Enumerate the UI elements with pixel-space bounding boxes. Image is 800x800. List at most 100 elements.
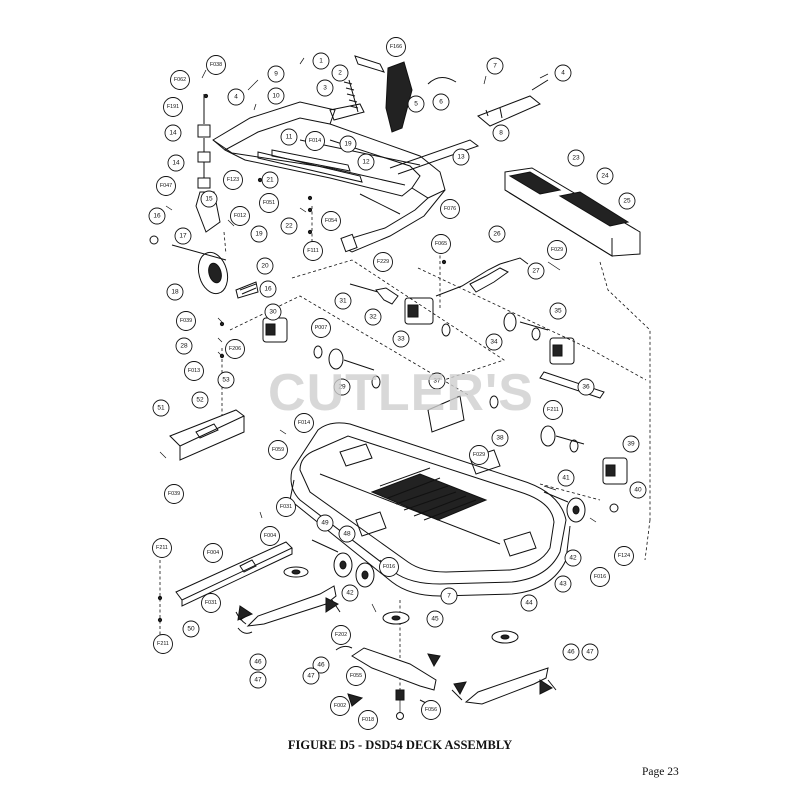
callout-bubble	[249, 653, 267, 671]
callout-label: 4	[561, 70, 565, 77]
callout-f065: F065	[431, 234, 451, 254]
callout-label: F038	[210, 62, 222, 68]
callout-p007: P007	[311, 318, 331, 338]
callout-label: 53	[222, 377, 230, 384]
callout-label: 11	[286, 134, 293, 141]
callout-bubble	[156, 176, 176, 196]
rotation-arrows	[235, 597, 553, 707]
callout-label: F076	[444, 206, 456, 212]
callout-label: F051	[263, 200, 275, 206]
callout-bubble	[428, 372, 446, 390]
callout-label: 10	[272, 93, 280, 100]
callout-f016b: F016	[590, 567, 610, 587]
belt-shield	[169, 409, 245, 461]
callout-label: 9	[274, 71, 278, 78]
callout-bubble	[564, 549, 582, 567]
callout-bubble	[175, 337, 193, 355]
callout-c46a: 46	[249, 653, 267, 671]
callout-c5: 5	[407, 95, 425, 113]
callout-f012: F012	[230, 206, 250, 226]
callout-c35: 35	[549, 302, 567, 320]
callout-c22: 22	[280, 217, 298, 235]
callout-label: 3	[323, 85, 327, 92]
callout-label: 47	[307, 673, 315, 680]
callout-c31: 31	[334, 292, 352, 310]
callout-bubble	[259, 280, 277, 298]
callout-label: 48	[343, 531, 351, 538]
deck-shell	[289, 422, 571, 597]
callout-c14b: 14	[167, 154, 185, 172]
callout-label: 50	[187, 626, 195, 633]
callout-bubble	[312, 52, 330, 70]
callout-label: F123	[227, 177, 239, 183]
callout-label: 6	[439, 99, 443, 106]
callout-bubble	[191, 391, 209, 409]
callout-bubble	[264, 303, 282, 321]
callout-bubble	[557, 469, 575, 487]
callout-f062: F062	[170, 70, 190, 90]
callout-label: F062	[174, 77, 186, 83]
callout-bubble	[562, 643, 580, 661]
callout-label: 19	[344, 141, 352, 148]
callout-c47c: 47	[581, 643, 599, 661]
callout-bubble	[164, 124, 182, 142]
lift-frame	[212, 101, 480, 253]
callout-bubble	[312, 656, 330, 674]
callout-label: 46	[567, 649, 575, 656]
callout-bubble	[261, 171, 279, 189]
callout-f013: F013	[184, 361, 204, 381]
callout-bubble	[421, 700, 441, 720]
callout-c7a: 7	[486, 57, 504, 75]
callout-bubble	[543, 400, 563, 420]
callout-label: 13	[457, 154, 465, 161]
callout-bubble	[596, 167, 614, 185]
callout-c16a: 16	[148, 207, 166, 225]
callout-bubble	[170, 70, 190, 90]
callout-label: 27	[532, 268, 540, 275]
callout-label: P007	[315, 325, 328, 331]
callout-c25: 25	[618, 192, 636, 210]
callout-bubble	[469, 445, 489, 465]
callout-bubble	[184, 361, 204, 381]
callout-c48: 48	[338, 525, 356, 543]
callout-f029b: F029	[469, 445, 489, 465]
callout-bubble	[166, 283, 184, 301]
callout-label: F229	[377, 259, 389, 265]
callout-label: 34	[490, 339, 498, 346]
callout-label: F014	[298, 420, 310, 426]
callout-label: 26	[493, 231, 501, 238]
callout-c18: 18	[166, 283, 184, 301]
callout-c49: 49	[316, 514, 334, 532]
callout-f039a: F039	[176, 311, 196, 331]
callout-c1: 1	[312, 52, 330, 70]
callout-bubble	[330, 696, 350, 716]
callout-bubble	[201, 593, 221, 613]
callout-label: 16	[153, 213, 161, 220]
callout-bubble	[379, 557, 399, 577]
callout-bubble	[614, 546, 634, 566]
callout-c4a: 4	[227, 88, 245, 106]
callout-bubble	[452, 148, 470, 166]
callout-bubble	[488, 225, 506, 243]
callout-bubble	[256, 257, 274, 275]
callout-bubble	[176, 311, 196, 331]
callout-bubble	[338, 525, 356, 543]
callout-bubble	[227, 88, 245, 106]
callout-c43: 43	[554, 575, 572, 593]
callout-bubble	[520, 594, 538, 612]
callout-f054: F054	[321, 211, 341, 231]
callout-bubble	[276, 497, 296, 517]
callout-label: 14	[169, 130, 177, 137]
lift-handle-and-spring	[329, 55, 549, 133]
callout-label: 15	[205, 196, 213, 203]
callout-c4b: 4	[554, 64, 572, 82]
callout-bubble	[491, 429, 509, 447]
callout-c41: 41	[557, 469, 575, 487]
callout-label: F124	[618, 553, 630, 559]
callout-c13: 13	[452, 148, 470, 166]
callout-bubble	[346, 666, 366, 686]
callout-c26: 26	[488, 225, 506, 243]
callout-f211a: F211	[543, 400, 563, 420]
callout-label: F014	[309, 138, 321, 144]
callout-c30: 30	[264, 303, 282, 321]
